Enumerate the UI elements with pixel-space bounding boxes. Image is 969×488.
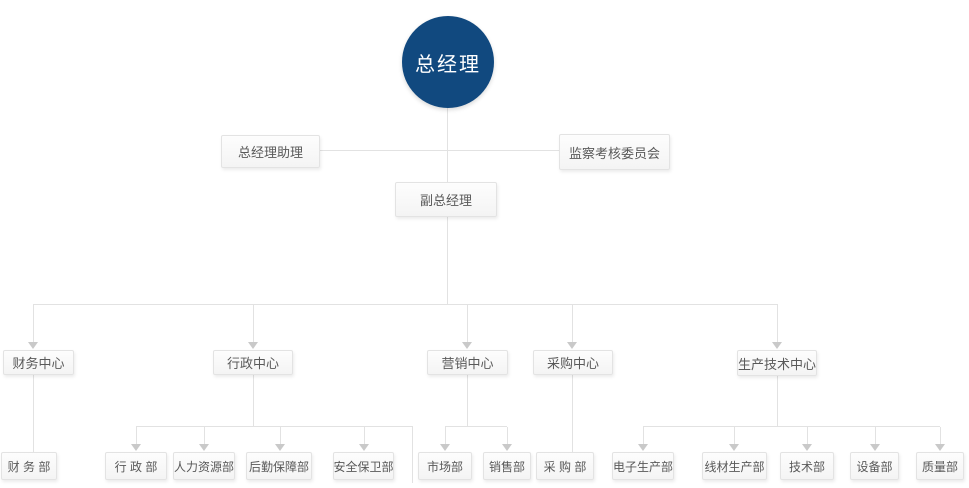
connector-production-sub-horizontal xyxy=(643,426,940,427)
arrow-down-icon xyxy=(359,444,369,451)
connector-drop-dept xyxy=(507,427,508,444)
arrow-down-icon xyxy=(275,444,285,451)
node-center-finance: 财务中心 xyxy=(3,350,74,375)
node-dept-admin: 行 政 部 xyxy=(105,452,167,480)
node-center-production: 生产技术中心 xyxy=(737,350,817,376)
node-deputy-gm: 副总经理 xyxy=(395,182,497,217)
node-dept-electronics: 电子生产部 xyxy=(612,452,674,480)
node-dept-security: 安全保卫部 xyxy=(333,452,394,480)
arrow-down-icon xyxy=(870,444,880,451)
node-dept-logistics: 后勤保障部 xyxy=(246,452,312,480)
connector-drop-dept xyxy=(204,427,205,444)
node-dept-purchase: 采 购 部 xyxy=(536,452,594,480)
connector-admin-sub-tail xyxy=(412,426,413,483)
node-dept-sales: 销售部 xyxy=(483,452,531,480)
arrow-down-icon xyxy=(935,444,945,451)
connector-staff-horizontal xyxy=(320,150,560,151)
connector-drop-dept xyxy=(940,427,941,444)
arrow-down-icon xyxy=(28,342,38,349)
node-gm-assistant: 总经理助理 xyxy=(221,135,320,168)
connector-drop-dept xyxy=(136,427,137,444)
connector-drop-dept xyxy=(807,427,808,444)
connector-marketing-sub-horizontal xyxy=(445,426,507,427)
arrow-down-icon xyxy=(462,342,472,349)
node-center-purchase: 采购中心 xyxy=(533,350,613,375)
connector-drop-purchase xyxy=(572,305,573,342)
arrow-down-icon xyxy=(131,444,141,451)
connector-drop-production xyxy=(777,305,778,342)
arrow-down-icon xyxy=(440,444,450,451)
arrow-down-icon xyxy=(199,444,209,451)
node-dept-quality: 质量部 xyxy=(916,452,964,480)
node-center-marketing: 营销中心 xyxy=(427,350,508,375)
connector-drop-dept xyxy=(734,427,735,444)
arrow-down-icon xyxy=(567,342,577,349)
node-dept-market: 市场部 xyxy=(418,452,472,480)
connector-admin-sub-horizontal xyxy=(136,426,412,427)
node-supervision-committee: 监察考核委员会 xyxy=(559,134,670,170)
connector-production-sub-vertical xyxy=(777,375,778,426)
connector-drop-finance xyxy=(33,305,34,342)
node-general-manager: 总经理 xyxy=(402,16,494,108)
node-dept-wire: 线材生产部 xyxy=(702,452,767,480)
connector-drop-dept xyxy=(643,427,644,444)
arrow-down-icon xyxy=(802,444,812,451)
node-dept-finance: 财 务 部 xyxy=(1,452,57,480)
node-dept-technology: 技术部 xyxy=(780,452,834,480)
connector-drop-dept xyxy=(364,427,365,444)
connector-finance-child xyxy=(33,375,34,452)
connector-drop-dept xyxy=(280,427,281,444)
node-dept-equipment: 设备部 xyxy=(850,452,899,480)
arrow-down-icon xyxy=(638,444,648,451)
arrow-down-icon xyxy=(502,444,512,451)
arrow-down-icon xyxy=(248,342,258,349)
connector-main-horizontal xyxy=(33,304,778,305)
arrow-down-icon xyxy=(772,342,782,349)
connector-drop-dept xyxy=(445,427,446,444)
connector-drop-admin xyxy=(253,305,254,342)
connector-purchase-child xyxy=(572,375,573,452)
node-center-admin: 行政中心 xyxy=(213,350,293,375)
connector-admin-sub-vertical xyxy=(253,375,254,426)
connector-drop-marketing xyxy=(467,305,468,342)
connector-drop-dept xyxy=(875,427,876,444)
node-dept-hr: 人力资源部 xyxy=(173,452,235,480)
connector-marketing-sub-vertical xyxy=(467,375,468,426)
arrow-down-icon xyxy=(729,444,739,451)
